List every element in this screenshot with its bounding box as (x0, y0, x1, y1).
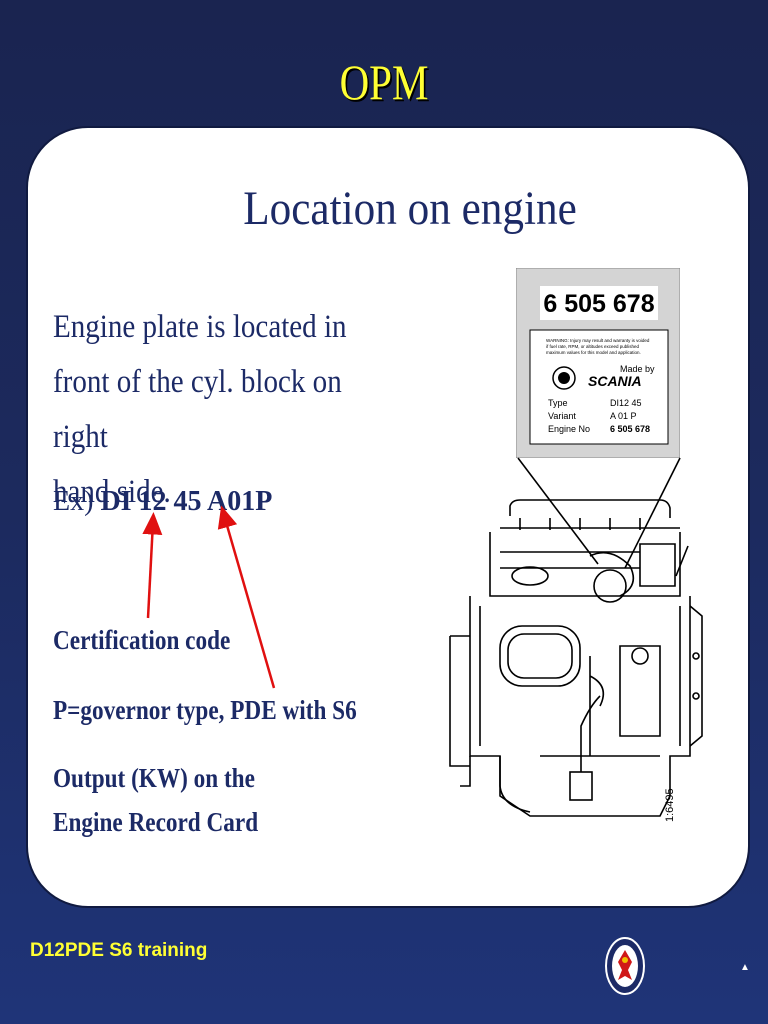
arrow-governor (217, 505, 276, 689)
example-prefix: Ex) (53, 486, 94, 517)
output-label-line2: Engine Record Card (53, 807, 259, 837)
plate-value: 6 505 678 (610, 424, 650, 434)
body-text: Engine plate is located in front of the … (53, 300, 352, 520)
arrow-certification (142, 512, 163, 619)
certification-label: Certification code (53, 625, 231, 655)
panel-title: Location on engine (243, 182, 577, 235)
scania-griffin-logo (605, 937, 645, 995)
footer-text: D12PDE S6 training (30, 940, 208, 961)
plate-number: 6 505 678 (543, 290, 654, 318)
engine-drawing (449, 457, 703, 817)
body-line: front of the cyl. block on right (53, 364, 342, 455)
body-line: Engine plate is located in (53, 309, 347, 345)
plate-value: A 01 P (610, 411, 637, 421)
plate-value: DI12 45 (610, 398, 642, 408)
plate-made-by: Made by (620, 364, 655, 374)
slide-title: OPM (339, 54, 429, 110)
plate-key: Engine No (548, 424, 590, 434)
plate-warning-line: if fuel rate, RPM, or altitudes exceed p… (546, 344, 640, 349)
plate-warning-line: maximum values for this model and applic… (546, 350, 641, 355)
plate-warning-line: WARNING: Injury may result and warranty … (546, 338, 650, 343)
example-code: DI 12 45 A01P (100, 486, 273, 517)
output-label-line1: Output (KW) on the (53, 763, 255, 793)
nav-arrow-icon[interactable]: ▲ (740, 962, 750, 973)
engine-plate: 6 505 678 WARNING: Injury may result and… (516, 268, 680, 458)
plate-brand: SCANIA (588, 373, 642, 389)
example-line: Ex) DI 12 45 A01P (53, 482, 272, 522)
governor-label: P=governor type, PDE with S6 (53, 695, 357, 725)
plate-key: Variant (548, 411, 576, 421)
drawing-reference: 1:6495 (664, 788, 676, 822)
body-line: hand side. (53, 474, 171, 510)
plate-key: Type (548, 398, 568, 408)
